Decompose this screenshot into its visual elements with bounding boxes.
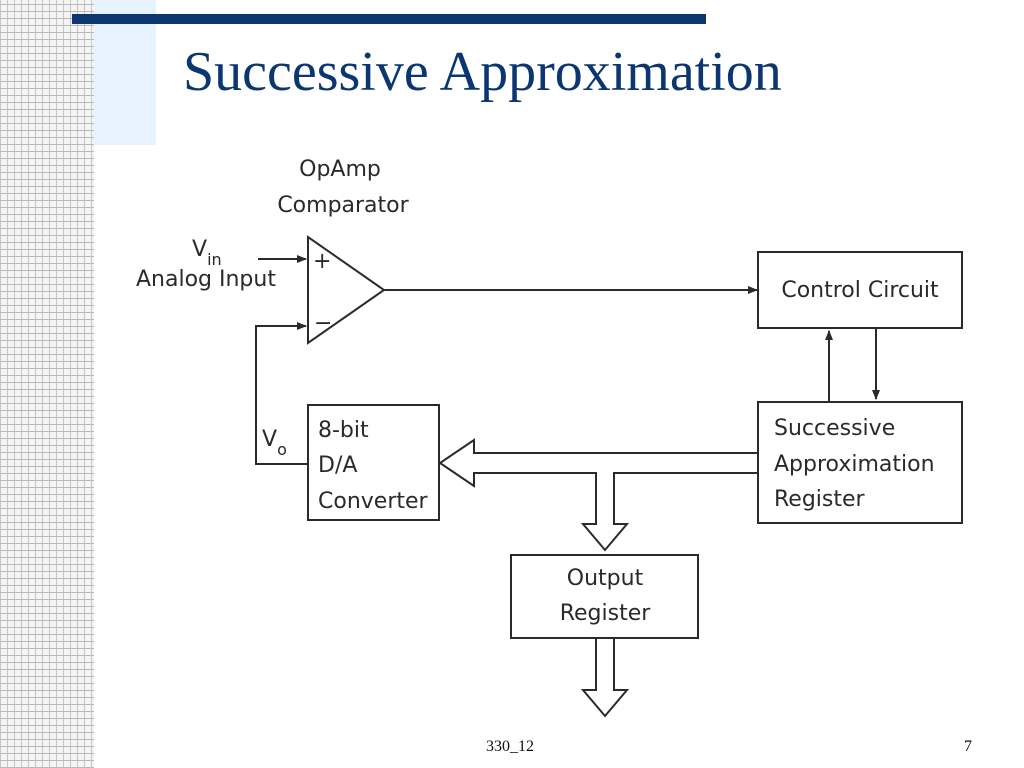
side-panel-decoration (94, 0, 156, 145)
control-circuit-box (757, 251, 963, 329)
comparator-minus-sign: − (314, 311, 332, 336)
page-number: 7 (964, 738, 972, 755)
analog-input-label: Analog Input (136, 267, 276, 292)
output-register-box (510, 554, 699, 639)
comparator-triangle (307, 235, 386, 345)
vo-label: Vo (262, 427, 287, 459)
sar-label-line2: Approximation (774, 452, 935, 477)
sar-label-line3: Register (774, 487, 866, 512)
dac-label-line2: D/A (318, 453, 357, 478)
dac-label-line3: Converter (318, 489, 429, 514)
output-register-line2: Register (560, 601, 652, 626)
feedback-line (255, 322, 308, 465)
output-register-line1: Output (567, 566, 644, 591)
dac-box (307, 404, 440, 521)
output-bus-arrow (580, 639, 630, 718)
side-grid-decoration (0, 0, 94, 768)
footer-label: 330_12 (486, 738, 534, 755)
vin-label: Vin (192, 237, 222, 269)
sar-label-line1: Successive (774, 416, 895, 441)
slide-title: Successive Approximation (183, 41, 782, 103)
sar-box (757, 401, 963, 524)
bus-arrow-sar-to-dac (438, 438, 757, 552)
title-accent-bar (72, 14, 706, 24)
comparator-plus-sign: + (313, 249, 331, 274)
dac-label-line1: 8-bit (318, 418, 369, 443)
comparator-label-line1: OpAmp (299, 157, 381, 182)
control-circuit-label: Control Circuit (781, 278, 939, 303)
comparator-label-line2: Comparator (277, 193, 409, 218)
